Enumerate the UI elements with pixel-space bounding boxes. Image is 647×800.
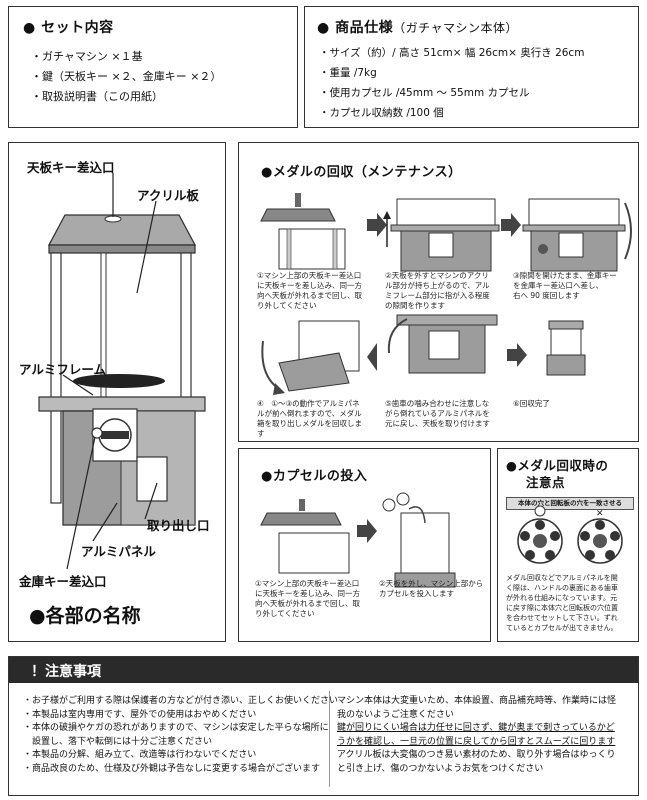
list-item: ・カプセル収納数 /100 個 bbox=[319, 107, 444, 119]
set-contents-box: ● セット内容 ・ガチャマシン ×１基 ・鍵（天板キー ×２、金庫キー ×２） … bbox=[8, 6, 298, 128]
label-acrylic: アクリル板 bbox=[137, 188, 199, 203]
label-takeout: 取り出し口 bbox=[147, 518, 210, 533]
spec-box: ● 商品仕様（ガチャマシン本体） ・サイズ（約）/ 高さ 51cm× 幅 26c… bbox=[304, 6, 639, 128]
medal-step1-text: ①マシン上部の天板キー差込口に天板キーを差し込み、同一方向へ天板が外れるまで回し… bbox=[257, 271, 362, 310]
step5-illustration bbox=[387, 314, 498, 374]
step2-illustration bbox=[383, 198, 500, 272]
point-text: メダル回収などでアルミパネルを開く際は、ハンドルの裏面にある歯車が外れる仕組みに… bbox=[506, 574, 618, 632]
parts-title: ●各部の名称 bbox=[29, 605, 141, 627]
step4-illustration bbox=[261, 320, 360, 395]
point-box: ●メダル回収時の 注意点 本体の穴と回転板の穴を一致させる ✕ メダル回収などで… bbox=[497, 448, 639, 642]
medal-step3-text: ③隙間を開けたまま、金庫キーを金庫キー差込口へ差し、右へ 90 度回します bbox=[513, 271, 617, 300]
medal-step2-text: ②天板を外すとマシンのアクリル部分が持ち上がるので、アルミフレーム部分に指が入る… bbox=[385, 271, 490, 310]
list-item: 設置し、落下や転倒には十分ご注意ください bbox=[23, 736, 213, 747]
list-item: ・本製品の分解、組み立て、改造等は行わないでください bbox=[23, 750, 257, 760]
arrow-icon bbox=[357, 519, 377, 543]
caution-right: マシン本体は大変重いため、本体設置、商品補充時等、作業時には怪 我のないようご注… bbox=[337, 695, 616, 776]
label-top-key: 天板キー差込口 bbox=[27, 160, 115, 175]
label-frame: アルミフレーム bbox=[19, 362, 107, 377]
arrow-icon bbox=[507, 343, 527, 367]
list-item: と引き上げ、傷のつかないようお気をつけください bbox=[337, 763, 544, 774]
caution-header: ！注意事項 bbox=[9, 657, 638, 683]
svg-text:✕: ✕ bbox=[596, 509, 604, 519]
list-item: ・重量 /7kg bbox=[319, 67, 377, 79]
list-item: うかを確認し、一旦元の位置に戻してから回すとスムーズに回ります bbox=[337, 736, 616, 747]
caution-divider bbox=[329, 691, 330, 787]
parts-box: 天板キー差込口 アクリル板 アルミフレーム 取り出し口 アルミパネル 金庫キー差… bbox=[8, 142, 226, 642]
list-item: ・商品改良のため、仕様及び外観は予告なしに変更する場合がございます bbox=[23, 763, 321, 774]
list-item: ・本製品は室内専用です、屋外での使用はおやめください bbox=[23, 709, 257, 720]
list-item: ・サイズ（約）/ 高さ 51cm× 幅 26cm× 奥行き 26cm bbox=[319, 47, 585, 59]
list-item: マシン本体は大変重いため、本体設置、商品補充時等、作業時には怪 bbox=[337, 696, 617, 706]
set-contents-list: ・ガチャマシン ×１基 ・鍵（天板キー ×２、金庫キー ×２） ・取扱説明書（こ… bbox=[31, 47, 221, 107]
medal-box: ●メダルの回収（メンテナンス） bbox=[238, 142, 639, 442]
capsule-box: ●カプセルの投入 ①マシン上部の天板キー差込口に天板キーを差し込み、同一方向へ天… bbox=[238, 448, 491, 642]
gear-alignment-diagram: ✕ bbox=[517, 505, 623, 564]
spec-list: ・サイズ（約）/ 高さ 51cm× 幅 26cm× 奥行き 26cm ・重量 /… bbox=[319, 43, 584, 123]
arrow-icon bbox=[501, 213, 521, 237]
caution-title: ！注意事項 bbox=[31, 664, 101, 680]
arrow-icon bbox=[367, 213, 387, 237]
label-panel: アルミパネル bbox=[81, 544, 156, 559]
step1-illustration bbox=[260, 193, 346, 270]
list-item: ・使用カプセル /45mm 〜 55mm カプセル bbox=[319, 87, 530, 99]
caution-section: ！注意事項 ・お子様がご利用する際は保護者の方などが付き添い、正しくお使いくださ… bbox=[8, 656, 639, 796]
capsule-step2-text: ②天板を外し、マシン上部からカプセルを投入します bbox=[379, 579, 484, 598]
list-item: ・本体の破損やケガの恐れがありますので、マシンは安定した平らな場所に bbox=[23, 723, 329, 733]
medal-step5-text: ⑤歯車の噛み合わせに注意しながら倒れているアルミパネルを元に戻し、天板を取り付け… bbox=[385, 399, 490, 428]
spec-title-main: ● 商品仕様 bbox=[317, 20, 394, 36]
list-item: ・ガチャマシン ×１基 bbox=[31, 50, 143, 63]
list-item: 鍵が回りにくい場合は力任せに回さず、鍵が奥まで刺さっているかど bbox=[337, 723, 615, 733]
list-item: アクリル板は大変傷のつき易い素材のため、取り外す場合はゆっくり bbox=[337, 750, 616, 760]
medal-title: ●メダルの回収（メンテナンス） bbox=[261, 165, 462, 180]
medal-illustrations bbox=[260, 193, 632, 395]
caution-left: ・お子様がご利用する際は保護者の方などが付き添い、正しくお使いください ・本製品… bbox=[23, 695, 338, 776]
step6-illustration bbox=[546, 320, 586, 376]
capsule-illustrations bbox=[260, 492, 456, 588]
point-title: ●メダル回収時の 注意点 bbox=[506, 458, 609, 490]
medal-step6-text: ⑥回収完了 bbox=[513, 399, 550, 408]
spec-subtitle: （ガチャマシン本体） bbox=[393, 21, 518, 35]
list-item: ・お子様がご利用する際は保護者の方などが付き添い、正しくお使いください bbox=[23, 696, 339, 706]
machine-diagram bbox=[38, 173, 206, 570]
list-item: ・鍵（天板キー ×２、金庫キー ×２） bbox=[31, 70, 222, 83]
arrow-icon bbox=[367, 343, 377, 371]
spec-title: ● 商品仕様（ガチャマシン本体） bbox=[317, 17, 518, 37]
label-safe-key: 金庫キー差込口 bbox=[19, 574, 107, 589]
set-contents-title: ● セット内容 bbox=[23, 20, 114, 36]
capsule-step1-text: ①マシン上部の天板キー差込口に天板キーを差し込み、同一方向へ天板が外れるまで回し… bbox=[255, 579, 360, 618]
capsule-title: ●カプセルの投入 bbox=[261, 469, 368, 484]
list-item: 我のないようご注意ください bbox=[337, 709, 454, 720]
list-item: ・取扱説明書（この用紙） bbox=[31, 90, 163, 103]
step3-illustration bbox=[522, 198, 632, 272]
medal-step4-text: ④ ①〜③の動作でアルミパネルが前へ倒れますので、メダル箱を取り出しメダルを回収… bbox=[257, 399, 362, 438]
